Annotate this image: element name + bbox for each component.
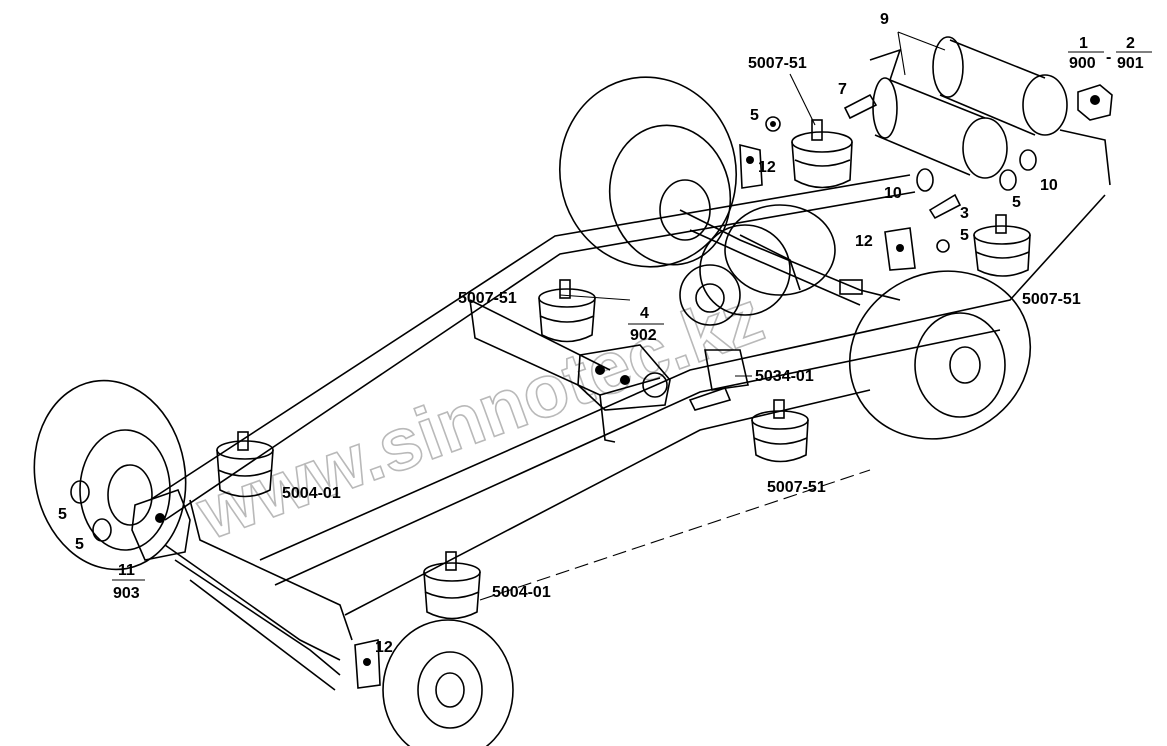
label-12-right: 12: [855, 233, 873, 250]
label-10-right: 10: [1040, 177, 1058, 194]
label-dash: -: [1106, 49, 1111, 66]
valve-4-902: [577, 344, 671, 411]
air-spring-front-left: [216, 431, 274, 498]
fitting-5-top: [765, 116, 781, 132]
rear-left-wheel: [558, 76, 738, 268]
label-5007-51-right: 5007-51: [1022, 291, 1081, 308]
label-5007-51-left: 5007-51: [458, 290, 517, 307]
label-11: 11: [118, 562, 135, 579]
watermark: www.sinnotec.kz: [186, 274, 773, 555]
air-tanks: [872, 31, 1068, 179]
air-spring-rear-bottom: [751, 399, 809, 463]
front-right-wheel: [382, 619, 514, 746]
label-5007-51-top: 5007-51: [748, 55, 807, 72]
fitting-3: [928, 193, 962, 220]
fittings-10: [916, 149, 1037, 192]
label-12-front: 12: [375, 639, 393, 656]
label-5-front-bottom: 5: [75, 536, 84, 553]
valve-11-903: [131, 488, 191, 561]
label-900: 900: [1069, 55, 1096, 72]
label-5-front-top: 5: [58, 506, 67, 523]
label-2: 2: [1126, 35, 1135, 52]
label-5004-01-right: 5004-01: [492, 584, 551, 601]
fitting-7: [843, 93, 878, 120]
chassis-frame: [149, 48, 1111, 691]
label-12-top: 12: [758, 159, 776, 176]
label-902: 902: [630, 327, 657, 344]
fitting-5-right: [936, 239, 950, 253]
air-spring-front-right: [423, 551, 481, 620]
label-7: 7: [838, 81, 847, 98]
label-5-right: 5: [960, 227, 969, 244]
part-labels: 9 1 900 - 2 901 5007-51 7 5 12 10 10 3 5…: [58, 11, 1152, 656]
label-3: 3: [960, 205, 969, 222]
air-spring-rear-right: [973, 214, 1031, 277]
label-1: 1: [1079, 35, 1088, 52]
valve-12-top: [739, 143, 763, 189]
air-spring-rear-left: [538, 279, 596, 343]
valve-12-front: [354, 639, 381, 689]
label-5007-51-bottom: 5007-51: [767, 479, 826, 496]
label-5-top: 5: [750, 107, 759, 124]
rear-axle-differential: [679, 204, 901, 326]
fittings-5-front: [70, 480, 112, 542]
air-spring-rear-top: [791, 119, 853, 189]
front-left-wheel: [33, 379, 187, 571]
label-10-left: 10: [884, 185, 902, 202]
valve-1-900: [1077, 84, 1113, 121]
label-9: 9: [880, 11, 889, 28]
valve-5034-01: [688, 349, 749, 411]
label-4: 4: [640, 305, 649, 322]
label-5034-01: 5034-01: [755, 368, 814, 385]
label-5004-01-left: 5004-01: [282, 485, 341, 502]
rear-right-wheel: [848, 270, 1032, 440]
valve-12-right: [884, 227, 916, 271]
label-903: 903: [113, 585, 140, 602]
label-901: 901: [1117, 55, 1144, 72]
label-5-right-top: 5: [1012, 194, 1021, 211]
